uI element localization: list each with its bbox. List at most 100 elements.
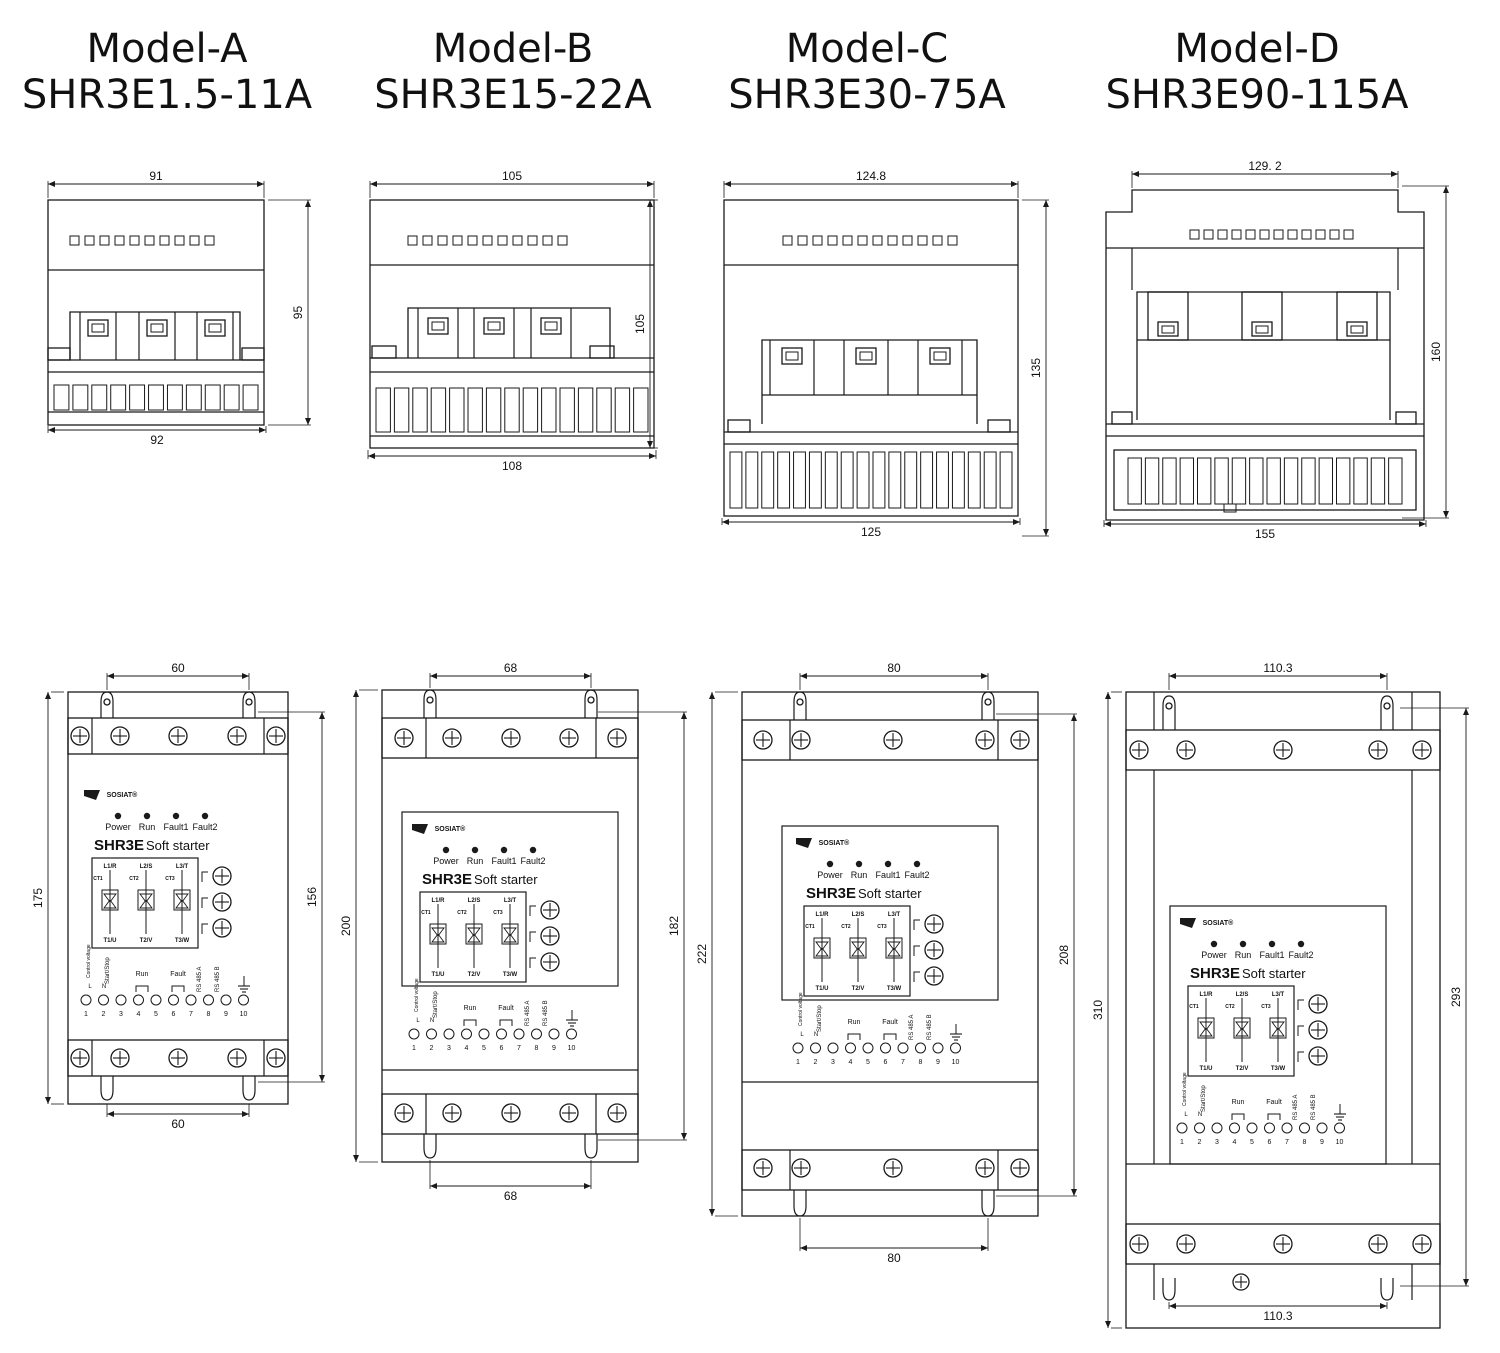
model-d-phase-out-2: T2/V bbox=[1236, 1066, 1249, 1072]
model-c-brand-text: SOSIAT® bbox=[819, 839, 851, 847]
model-a-name: Model-A bbox=[86, 26, 248, 72]
model-b-bottom-width: 108 bbox=[502, 459, 522, 473]
model-d-term-startstop: Start/Stop bbox=[1201, 1085, 1207, 1112]
model-d-height-mount: 293 bbox=[1449, 987, 1463, 1007]
model-a-phase-out-1: T1/U bbox=[103, 938, 116, 944]
model-c-led-label-fault1: Fault1 bbox=[875, 870, 900, 880]
model-b-terminal-10: 10 bbox=[568, 1045, 576, 1052]
model-c-led-label-run: Run bbox=[851, 870, 868, 880]
model-c-height-total: 222 bbox=[695, 944, 709, 964]
model-b-term-fault: Fault bbox=[498, 1005, 514, 1012]
model-d-terminal-3: 3 bbox=[1215, 1139, 1219, 1146]
model-a-ct-2: CT2 bbox=[129, 876, 139, 882]
model-d-term-rs485a: RS 485 A bbox=[1293, 1095, 1299, 1120]
model-d-brand-text: SOSIAT® bbox=[1203, 919, 1235, 927]
model-d-led-label-fault2: Fault2 bbox=[1288, 950, 1313, 960]
model-b-phase-in-3: L3/T bbox=[504, 898, 517, 904]
model-d-terminal-7: 7 bbox=[1285, 1139, 1289, 1146]
model-c-phase-out-1: T1/U bbox=[815, 986, 828, 992]
model-d-height: 160 bbox=[1429, 342, 1443, 362]
model-c-ct-1: CT1 bbox=[805, 924, 815, 930]
model-d-phase-in-2: L2/S bbox=[1236, 992, 1249, 998]
model-c-terminal-5: 5 bbox=[866, 1059, 870, 1066]
model-a-term-startstop: Start/Stop bbox=[105, 957, 111, 984]
model-d-term-run: Run bbox=[1232, 1099, 1245, 1106]
model-d-ct-3: CT3 bbox=[1261, 1004, 1271, 1010]
model-b-height-total: 200 bbox=[339, 916, 353, 936]
model-d-phase-in-3: L3/T bbox=[1272, 992, 1285, 998]
model-a-term-control: Control voltage bbox=[86, 944, 92, 978]
model-a-phase-in-3: L3/T bbox=[176, 864, 189, 870]
model-b-term-run: Run bbox=[464, 1005, 477, 1012]
model-a-phase-in-2: L2/S bbox=[140, 864, 153, 870]
model-b-heading: Model-B SHR3E15-22A bbox=[333, 26, 693, 118]
model-b-ct-3: CT3 bbox=[493, 910, 503, 916]
model-c-ct-3: CT3 bbox=[877, 924, 887, 930]
model-a-led-label-fault1: Fault1 bbox=[163, 822, 188, 832]
model-a-terminal-7: 7 bbox=[189, 1011, 193, 1018]
model-d-terminal-6: 6 bbox=[1268, 1139, 1272, 1146]
model-c-mount-bottom: 80 bbox=[887, 1251, 901, 1265]
model-d-led-label-run: Run bbox=[1235, 950, 1252, 960]
model-c-phase-in-2: L2/S bbox=[852, 912, 865, 918]
model-c-terminal-7: 7 bbox=[901, 1059, 905, 1066]
model-b-product-name: SHR3E bbox=[422, 871, 472, 888]
model-b-term-n: N bbox=[430, 1018, 434, 1024]
model-c-terminal-1: 1 bbox=[796, 1059, 800, 1066]
model-a-terminal-9: 9 bbox=[224, 1011, 228, 1018]
model-d-terminal-5: 5 bbox=[1250, 1139, 1254, 1146]
model-a-phase-in-1: L1/R bbox=[103, 864, 117, 870]
model-d-term-fault: Fault bbox=[1266, 1099, 1282, 1106]
model-b-ct-2: CT2 bbox=[457, 910, 467, 916]
model-a-height: 95 bbox=[291, 306, 305, 320]
model-c-series: SHR3E30-75A bbox=[728, 72, 1006, 118]
model-d-term-control: Control voltage bbox=[1182, 1072, 1188, 1106]
model-a-led-label-fault2: Fault2 bbox=[192, 822, 217, 832]
model-c-term-rs485a: RS 485 A bbox=[909, 1015, 915, 1040]
model-a-terminal-10: 10 bbox=[240, 1011, 248, 1018]
model-c-product-name: SHR3E bbox=[806, 885, 856, 902]
model-a-term-run: Run bbox=[136, 971, 149, 978]
model-c-height-mount: 208 bbox=[1057, 945, 1071, 965]
model-b-mount-bottom: 68 bbox=[504, 1189, 518, 1203]
model-d-terminal-9: 9 bbox=[1320, 1139, 1324, 1146]
model-a-product-name: SHR3E bbox=[94, 837, 144, 854]
model-c-terminal-3: 3 bbox=[831, 1059, 835, 1066]
model-a-led-label-run: Run bbox=[139, 822, 156, 832]
model-d-terminal-10: 10 bbox=[1336, 1139, 1344, 1146]
model-a-terminal-8: 8 bbox=[207, 1011, 211, 1018]
model-b-logo: SOSIAT® bbox=[412, 824, 466, 834]
model-a-term-rs485a: RS 485 A bbox=[197, 967, 203, 992]
model-a-terminal-2: 2 bbox=[102, 1011, 106, 1018]
model-c-terminal-8: 8 bbox=[919, 1059, 923, 1066]
model-a-ct-1: CT1 bbox=[93, 876, 103, 882]
model-b-term-control: Control voltage bbox=[414, 978, 420, 1012]
model-b-top-width: 105 bbox=[502, 169, 522, 183]
model-b-brand-text: SOSIAT® bbox=[435, 825, 467, 833]
model-d-mount-bottom: 110.3 bbox=[1263, 1309, 1292, 1323]
model-c-ct-2: CT2 bbox=[841, 924, 851, 930]
model-c-height: 135 bbox=[1029, 358, 1043, 378]
model-a-phase-out-3: T3/W bbox=[175, 938, 190, 944]
model-c-phase-out-3: T3/W bbox=[887, 986, 902, 992]
model-b-series: SHR3E15-22A bbox=[374, 72, 652, 118]
model-d-led-label-fault1: Fault1 bbox=[1259, 950, 1284, 960]
model-c-name: Model-C bbox=[785, 26, 949, 72]
model-a-term-rs485b: RS 485 B bbox=[215, 966, 221, 992]
model-b-term-rs485a: RS 485 A bbox=[525, 1001, 531, 1026]
model-c-phase-in-1: L1/R bbox=[815, 912, 829, 918]
model-b-led-label-power: Power bbox=[433, 856, 459, 866]
model-a-heading: Model-A SHR3E1.5-11A bbox=[0, 26, 347, 118]
model-b-led-label-fault1: Fault1 bbox=[491, 856, 516, 866]
model-d-terminal-4: 4 bbox=[1233, 1139, 1237, 1146]
model-d-product-desc: Soft starter bbox=[1242, 966, 1306, 981]
model-c-term-l: L bbox=[800, 1032, 804, 1038]
model-d-height-total: 310 bbox=[1091, 1000, 1105, 1020]
model-c-terminal-9: 9 bbox=[936, 1059, 940, 1066]
model-d-term-l: L bbox=[1184, 1112, 1188, 1118]
